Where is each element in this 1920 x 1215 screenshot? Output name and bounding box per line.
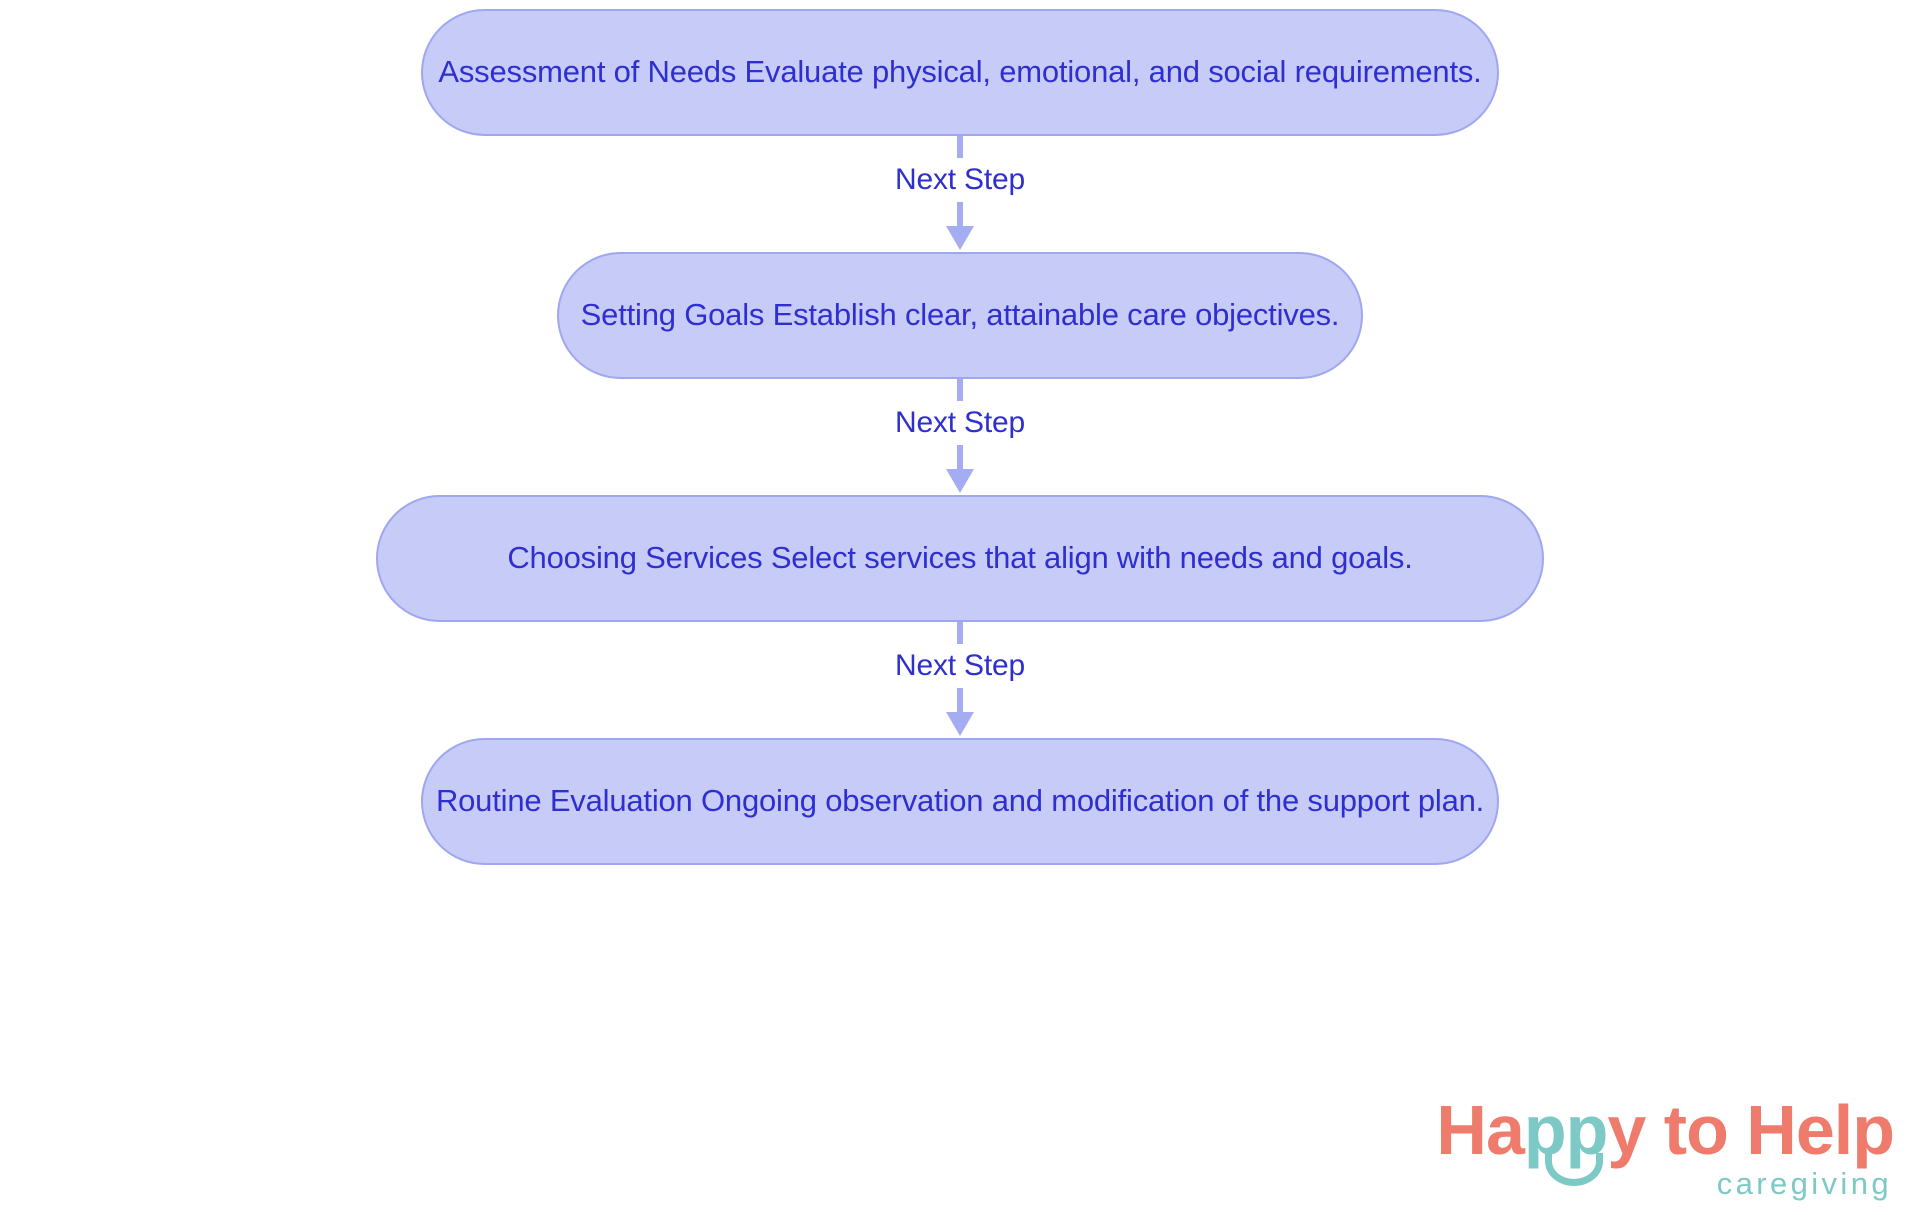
- flow-node-routine-evaluation[interactable]: Routine Evaluation Ongoing observation a…: [421, 738, 1499, 865]
- flow-connector-1: Next Step: [0, 136, 1920, 252]
- flow-connector-3: Next Step: [0, 622, 1920, 738]
- flow-node-label: Routine Evaluation Ongoing observation a…: [435, 783, 1485, 819]
- arrow-down-icon: [946, 469, 974, 493]
- brand-wordmark: Happy to Help: [1436, 1095, 1895, 1165]
- brand-letter-y: y: [1607, 1091, 1646, 1169]
- brand-tagline: caregiving: [1716, 1166, 1892, 1201]
- brand-logo: Happy to Help caregiving: [1436, 1095, 1895, 1203]
- flow-node-assessment-of-needs[interactable]: Assessment of Needs Evaluate physical, e…: [421, 9, 1499, 136]
- flow-connector-2: Next Step: [0, 379, 1920, 495]
- flow-node-label: Choosing Services Select services that a…: [507, 540, 1413, 576]
- smile-arc-icon: [1545, 1153, 1603, 1186]
- brand-words-to-help: to Help: [1645, 1091, 1895, 1169]
- flow-node-label: Setting Goals Establish clear, attainabl…: [580, 297, 1340, 333]
- flow-node-choosing-services[interactable]: Choosing Services Select services that a…: [376, 495, 1544, 622]
- flow-node-setting-goals[interactable]: Setting Goals Establish clear, attainabl…: [557, 252, 1363, 379]
- connector-label-3: Next Step: [886, 644, 1034, 688]
- connector-label-2: Next Step: [886, 401, 1034, 445]
- connector-label-1: Next Step: [886, 158, 1034, 202]
- arrow-down-icon: [946, 226, 974, 250]
- brand-letter-h: H: [1436, 1091, 1487, 1169]
- flow-container: Assessment of Needs Evaluate physical, e…: [0, 9, 1920, 865]
- arrow-down-icon: [946, 712, 974, 736]
- brand-letter-a: a: [1485, 1091, 1525, 1169]
- flow-node-label: Assessment of Needs Evaluate physical, e…: [438, 54, 1482, 90]
